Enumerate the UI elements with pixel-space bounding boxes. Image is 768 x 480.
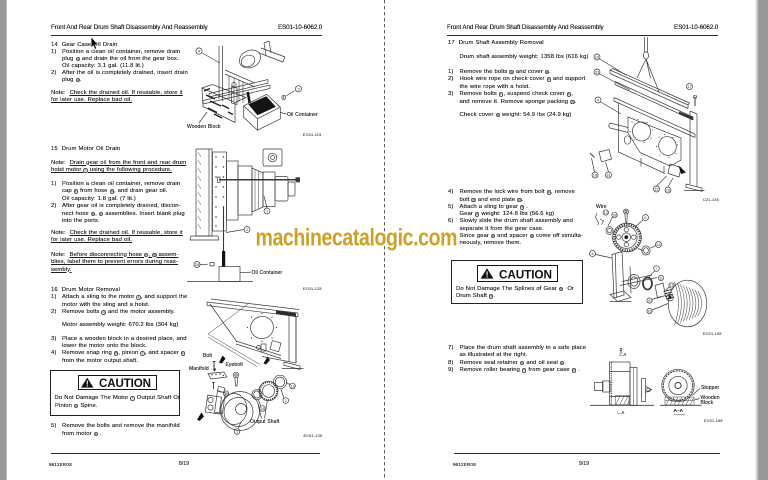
svg-text:18: 18 [666, 188, 671, 193]
svg-text:13: 13 [604, 211, 608, 215]
svg-text:4: 4 [591, 251, 594, 256]
svg-text:1: 1 [266, 209, 269, 214]
svg-text:6: 6 [644, 215, 647, 220]
svg-text:32: 32 [654, 187, 659, 192]
svg-text:8: 8 [649, 299, 651, 303]
svg-text:33: 33 [595, 70, 600, 75]
svg-text:19: 19 [593, 173, 598, 178]
svg-text:16: 16 [261, 407, 265, 411]
svg-text:2: 2 [246, 227, 249, 232]
svg-text:10: 10 [648, 310, 652, 314]
svg-text:1: 1 [236, 430, 238, 434]
svg-text:31: 31 [606, 173, 611, 178]
svg-text:28: 28 [613, 214, 617, 218]
svg-text:4: 4 [198, 49, 201, 54]
svg-text:4: 4 [597, 98, 600, 103]
svg-text:17: 17 [687, 84, 692, 89]
svg-text:16: 16 [595, 55, 600, 60]
svg-text:11: 11 [659, 277, 663, 281]
svg-text:13: 13 [291, 385, 295, 389]
svg-text:7: 7 [656, 267, 658, 271]
svg-text:9: 9 [297, 86, 300, 91]
svg-text:2: 2 [285, 399, 287, 403]
svg-text:26: 26 [656, 242, 661, 247]
svg-text:28: 28 [195, 262, 200, 267]
svg-text:CAUTION: CAUTION [99, 378, 151, 389]
svg-text:18: 18 [224, 392, 228, 396]
svg-text:CAUTION: CAUTION [499, 268, 552, 281]
svg-text:13: 13 [670, 284, 674, 288]
